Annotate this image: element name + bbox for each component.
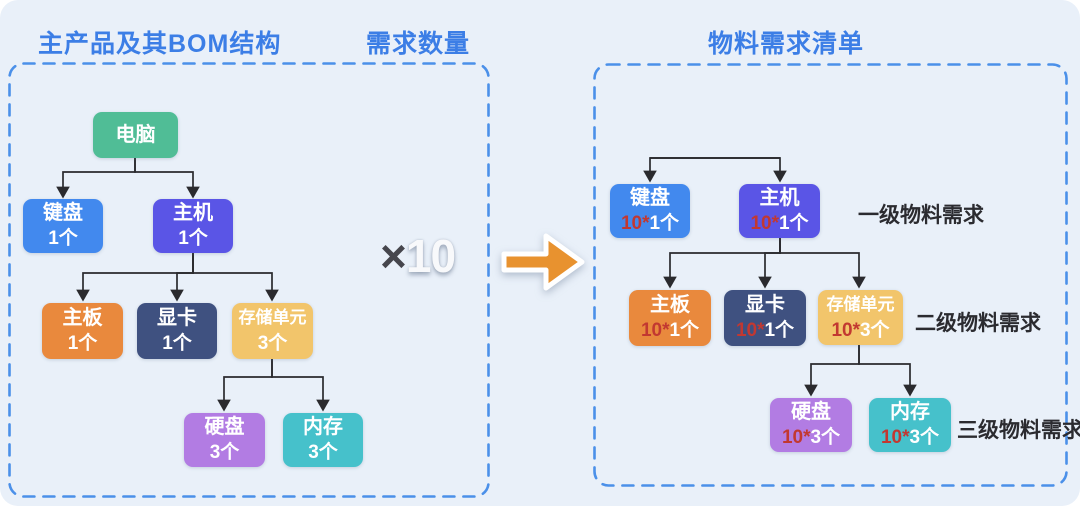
node-motherboard-right: 主板 10*1个 xyxy=(629,290,711,346)
qty-multiplier: 10* xyxy=(750,213,779,234)
multiplier-value: 10 xyxy=(405,230,456,282)
node-computer: 电脑 xyxy=(93,112,178,158)
node-harddisk-right: 硬盘 10*3个 xyxy=(770,398,852,452)
times-sign: × xyxy=(380,230,407,282)
node-label: 键盘 xyxy=(630,187,670,209)
node-label: 存储单元 xyxy=(238,308,307,327)
qty-multiplier: 10* xyxy=(831,319,860,341)
left-section-title: 主产品及其BOM结构 xyxy=(38,30,282,58)
qty-value: 1个 xyxy=(764,320,795,341)
node-gpu-right: 显卡 10*1个 xyxy=(724,290,806,346)
node-label: 主板 xyxy=(650,294,690,316)
node-mainframe-left: 主机 1个 xyxy=(153,199,233,253)
node-label: 存储单元 xyxy=(826,294,895,314)
node-qty: 1个 xyxy=(178,228,208,249)
node-qty: 10*1个 xyxy=(736,318,794,344)
node-memory-left: 内存 3个 xyxy=(283,413,363,467)
node-label: 键盘 xyxy=(43,202,83,224)
node-label: 显卡 xyxy=(745,294,785,316)
qty-value: 1个 xyxy=(649,213,680,234)
node-harddisk-left: 硬盘 3个 xyxy=(184,413,265,467)
node-label: 显卡 xyxy=(157,307,197,329)
left-panel-border xyxy=(8,62,490,498)
node-qty: 10*1个 xyxy=(621,211,679,237)
node-label: 硬盘 xyxy=(204,416,245,438)
node-storage-right: 存储单元 10*3个 xyxy=(818,290,903,345)
node-keyboard-right: 键盘 10*1个 xyxy=(610,184,690,238)
node-qty: 10*1个 xyxy=(750,211,808,237)
transform-arrow-icon xyxy=(501,233,585,291)
node-qty: 3个 xyxy=(308,442,338,463)
level-3-label: 三级物料需求 xyxy=(957,419,1080,442)
right-panel-border xyxy=(593,63,1068,487)
qty-value: 3个 xyxy=(810,427,841,448)
node-qty: 10*3个 xyxy=(881,425,939,451)
qty-multiplier: 10* xyxy=(781,427,811,448)
node-qty: 1个 xyxy=(162,333,192,354)
node-qty: 3个 xyxy=(209,442,240,463)
node-gpu-left: 显卡 1个 xyxy=(137,303,217,359)
node-keyboard-left: 键盘 1个 xyxy=(23,199,103,253)
node-motherboard-left: 主板 1个 xyxy=(42,303,123,359)
qty-value: 1个 xyxy=(669,320,700,341)
qty-value: 3个 xyxy=(909,427,940,448)
qty-multiplier: 10* xyxy=(640,320,670,341)
node-qty: 3个 xyxy=(257,333,288,354)
quantity-section-title: 需求数量 xyxy=(366,30,471,58)
qty-value: 1个 xyxy=(778,213,809,234)
node-label: 主机 xyxy=(173,202,213,224)
node-label: 电脑 xyxy=(115,124,156,146)
tree-connectors xyxy=(56,157,917,412)
node-label: 内存 xyxy=(890,401,930,423)
level-2-label: 二级物料需求 xyxy=(915,312,1041,335)
node-qty: 1个 xyxy=(67,333,98,354)
qty-multiplier: 10* xyxy=(735,320,765,341)
node-memory-right: 内存 10*3个 xyxy=(869,398,951,452)
node-label: 主机 xyxy=(759,187,800,209)
node-qty: 10*1个 xyxy=(641,318,699,344)
node-label: 硬盘 xyxy=(791,401,831,423)
level-1-label: 一级物料需求 xyxy=(858,204,984,227)
right-section-title: 物料需求清单 xyxy=(708,30,865,58)
node-mainframe-right: 主机 10*1个 xyxy=(739,184,820,238)
qty-multiplier: 10* xyxy=(880,427,910,448)
node-label: 主板 xyxy=(62,307,103,329)
demand-multiplier: ×10 xyxy=(380,229,456,283)
qty-multiplier: 10* xyxy=(620,213,650,234)
qty-value: 3个 xyxy=(859,319,890,341)
node-qty: 10*3个 xyxy=(831,318,889,344)
node-qty: 1个 xyxy=(48,228,78,249)
node-storage-left: 存储单元 3个 xyxy=(232,303,313,359)
node-qty: 10*3个 xyxy=(782,425,840,451)
node-label: 内存 xyxy=(303,416,343,438)
